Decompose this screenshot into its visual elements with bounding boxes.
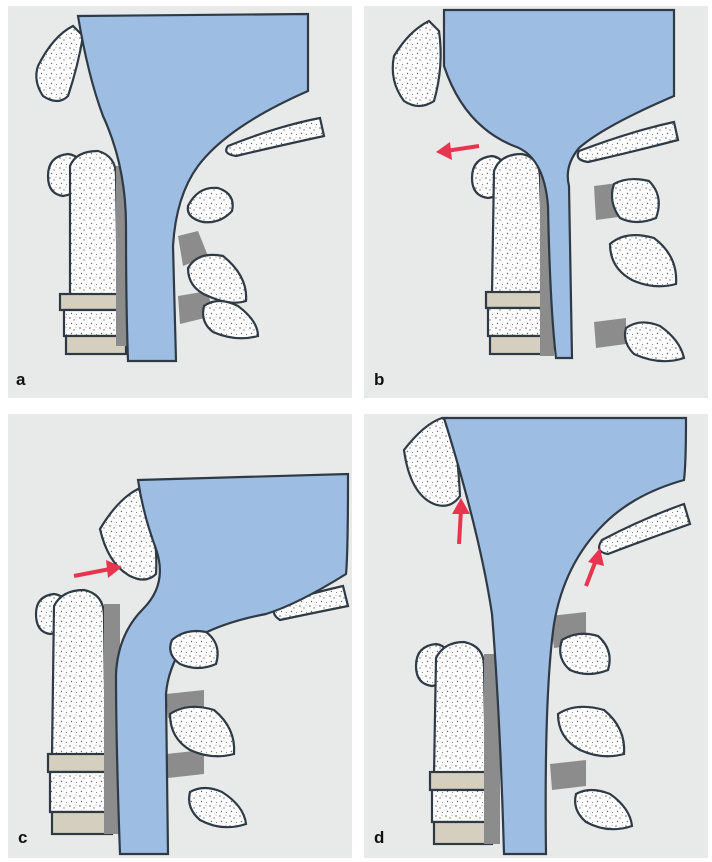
- intervertebral-disc-lower: [52, 812, 112, 834]
- vertebral-body: [70, 151, 118, 296]
- panel-d-drawing: [364, 414, 708, 858]
- panel-label-d: d: [374, 828, 384, 848]
- panel-c: c: [8, 414, 352, 858]
- spinous-process-2: [558, 707, 624, 756]
- spinous-process: [170, 631, 217, 668]
- spinous-process: [612, 179, 659, 222]
- panel-a-drawing: [8, 6, 352, 398]
- occipital-bone: [393, 21, 441, 106]
- intervertebral-disc: [48, 754, 108, 772]
- panel-d: d: [364, 414, 708, 858]
- spinous-process: [560, 634, 609, 674]
- panel-c-drawing: [8, 414, 352, 858]
- spinous-process-2: [170, 707, 234, 756]
- occipital-bone: [36, 26, 83, 101]
- vertebral-body-lower: [432, 790, 492, 822]
- arrow-left-icon: [436, 142, 479, 160]
- vertebral-body: [52, 590, 106, 756]
- spinous-process-3: [575, 790, 632, 829]
- spinous-process-3: [625, 322, 684, 361]
- spinous-process-2: [610, 235, 676, 286]
- panel-b: b: [364, 6, 708, 398]
- spinous-process-3: [203, 301, 258, 338]
- intervertebral-disc-lower: [434, 822, 492, 844]
- panel-label-c: c: [18, 828, 27, 848]
- spinous-process-3: [189, 788, 246, 827]
- panel-label-b: b: [374, 370, 384, 390]
- panel-a: a: [8, 6, 352, 398]
- ligament-posterior-lower: [550, 760, 586, 790]
- intervertebral-disc: [430, 772, 490, 790]
- panel-b-drawing: [364, 6, 708, 398]
- panel-label-a: a: [16, 370, 25, 390]
- vertebral-body-lower: [50, 772, 110, 812]
- ligament-posterior-lower: [594, 318, 626, 348]
- vertebral-body: [434, 642, 486, 774]
- vertebral-body: [492, 154, 544, 294]
- csf-space: [116, 474, 348, 854]
- arrow-up-icon: [452, 498, 470, 544]
- arrow-up-icon-2: [586, 548, 604, 586]
- spinous-process: [188, 188, 233, 222]
